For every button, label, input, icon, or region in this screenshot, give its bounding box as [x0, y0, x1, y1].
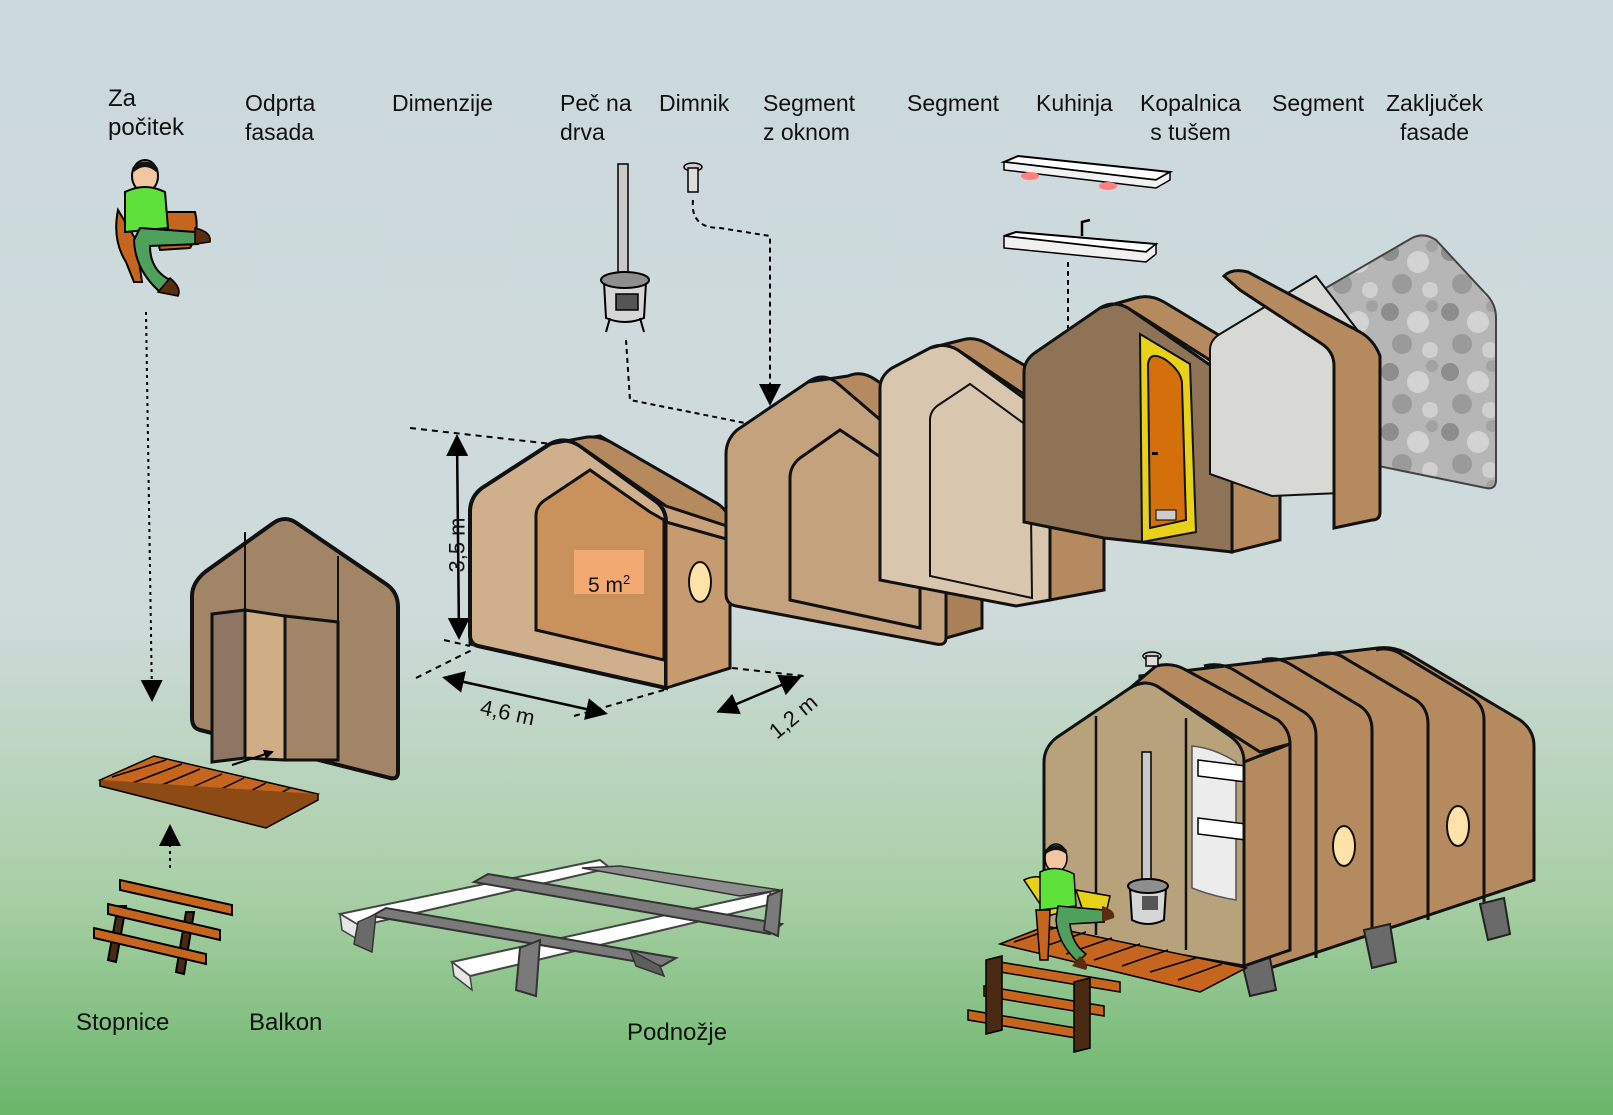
open-facade-shape: [190, 517, 400, 781]
segment-2-shape: [1209, 269, 1382, 530]
label-segment-2: Segment: [1272, 90, 1365, 116]
balcony-shape: [97, 755, 321, 829]
arrow-stove-to-segment: [625, 339, 773, 582]
label-kopalnica: Kopalnica s tušem: [1140, 90, 1242, 145]
area-label: 5 m2: [588, 572, 631, 597]
height-label: 3,5 m: [444, 517, 470, 573]
stairs-shape: [93, 878, 233, 976]
label-stopnice: Stopnice: [76, 1009, 170, 1036]
label-segment-1: Segment: [907, 90, 1000, 116]
label-za-pocitek: Za počitek: [108, 85, 185, 141]
label-podnozje: Podnožje: [627, 1019, 728, 1046]
kitchen-shelf-icon: [1000, 154, 1174, 190]
wood-stove-icon: [600, 163, 650, 333]
arrow-chimney-to-segment: [691, 199, 781, 406]
foundation-shape: [337, 858, 785, 998]
height-arrow: [446, 434, 470, 640]
label-dimenzije: Dimenzije: [392, 90, 493, 116]
resting-man-icon: [115, 159, 211, 297]
label-odprta-fasada: Odprta fasada: [245, 90, 316, 145]
label-segment-z-oknom: Segment z oknom: [763, 90, 856, 145]
area-box: [574, 550, 644, 594]
label-dimnik: Dimnik: [659, 90, 730, 116]
width-arrow: [442, 671, 608, 720]
label-balkon: Balkon: [249, 1009, 323, 1036]
label-kuhinja: Kuhinja: [1036, 90, 1113, 116]
label-zakljucek-fasade: Zaključek fasade: [1386, 90, 1484, 145]
label-pec-na-drva: Peč na drva: [560, 90, 632, 145]
chimney-cap-icon: [683, 162, 703, 193]
arrow-balcony-to-facade: [231, 749, 274, 766]
bathroom-door-shape: [1138, 332, 1198, 544]
depth-arrow: [716, 674, 802, 715]
bathroom-sink-icon: [1003, 218, 1159, 263]
assembled-house-shape: [967, 646, 1536, 1053]
height-guide-top: [409, 427, 553, 445]
arrow-resting-to-balcony: [140, 311, 163, 702]
